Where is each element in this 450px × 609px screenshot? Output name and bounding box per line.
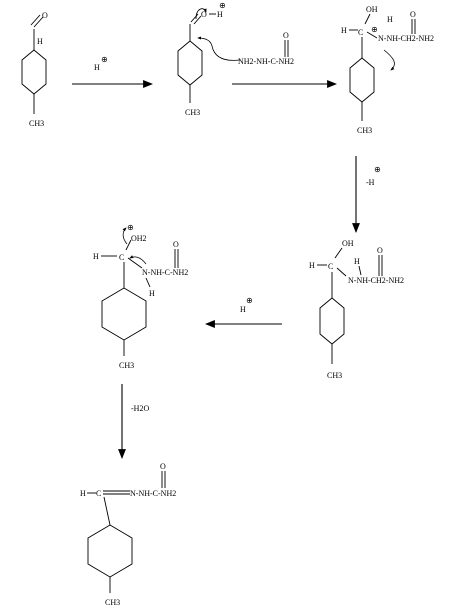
arrow-reagent-h: H (94, 63, 100, 72)
methyl-label: CH3 (185, 108, 200, 117)
hydrogen-label: H (309, 261, 315, 270)
curly-arrow-pi-to-oxygen (195, 8, 207, 20)
structure-aldehyde: O H CH3 (21, 11, 48, 128)
cyclohexane-ring (349, 57, 375, 103)
chain-carbonyl-oxygen: O (410, 10, 416, 19)
nh-hydrogen: H (354, 257, 360, 266)
cyclohexane-ring (87, 524, 133, 578)
hydrazide-chain: N-NH-CH2-NH2 (348, 276, 404, 285)
hydrazone-chain: N-NH-C-NH2 (130, 489, 176, 498)
nucleophile-semicarbazide: NH2-NH-C-NH2 (238, 57, 294, 66)
arrow-reagent-h: H (240, 305, 246, 314)
carbonyl-double-bond-b (30, 14, 41, 26)
methyl-label: CH3 (105, 598, 120, 607)
arrow-reagent-charge: ⊕ (101, 55, 108, 64)
hydrazide-chain: N-NH-CH2-NH2 (378, 34, 434, 43)
carbon-label: C (96, 489, 101, 498)
c-n-bond (127, 257, 143, 269)
arrow-reagent-minus-h: -H (366, 178, 375, 187)
c-oh-bond (364, 13, 371, 25)
oxonium-charge: ⊕ (219, 1, 226, 10)
arrow-reagent-charge: ⊕ (374, 165, 381, 174)
carbonyl-double-bond-a (190, 13, 199, 23)
aldehyde-hydrogen: H (37, 37, 43, 46)
aldehyde-oxygen: O (42, 11, 48, 20)
structure-tetrahedral-intermediate-charged: C H OH H ⊕ N-NH-CH2-NH2 O CH3 (341, 5, 434, 135)
methyl-label: CH3 (327, 371, 342, 380)
carbonyl-double-bond-b (193, 15, 202, 25)
hydrogen-label: H (93, 252, 99, 261)
chain-carbonyl-oxygen: O (173, 240, 179, 249)
c-n-bond (366, 31, 378, 39)
oxonium-hydrogen: H (217, 10, 223, 19)
protonated-oxygen: O (201, 10, 207, 19)
nh-h-bond (145, 277, 151, 288)
carbon-label: C (328, 262, 333, 271)
structure-oxonium-intermediate: C H OH2 ⊕ N-NH-C-NH2 H O CH3 (93, 223, 188, 370)
methyl-label: CH3 (357, 126, 372, 135)
curly-arrow-n-lone-pair (129, 255, 147, 265)
structure-tetrahedral-intermediate: C H OH N-NH-CH2-NH2 H O CH3 (309, 239, 404, 380)
ammonium-charge: ⊕ (371, 25, 378, 34)
hydrogen-label: H (80, 489, 86, 498)
oxonium-charge: ⊕ (127, 223, 134, 232)
chain-carbonyl-oxygen: O (160, 462, 166, 471)
ammonium-hydrogen: H (387, 15, 393, 24)
nucleophile-carbonyl-oxygen: O (283, 31, 289, 40)
hydroxyl-label: OH (366, 5, 378, 14)
c-n-bond (336, 267, 347, 277)
reaction-arrow-deprotonation: -H ⊕ (352, 156, 381, 233)
hydroxyl-label: OH (342, 239, 354, 248)
cyclohexane-ring (319, 297, 345, 345)
reaction-arrow-oh-protonation: H ⊕ (205, 296, 282, 328)
curly-arrow-deprotonation (383, 49, 395, 71)
cyclohexane-ring (101, 287, 147, 341)
nh-h-bond (358, 265, 362, 276)
hydrazide-chain: N-NH-C-NH2 (142, 268, 188, 277)
curly-arrow-leaving-group (122, 227, 128, 245)
structure-semicarbazone-product: C H N-NH-C-NH2 O CH3 (80, 462, 176, 607)
cyclohexane-ring (21, 49, 47, 95)
cyclohexane-ring (177, 40, 203, 86)
carbon-label: C (358, 28, 363, 37)
arrow-reagent-charge: ⊕ (246, 296, 253, 305)
nh-hydrogen: H (149, 289, 155, 298)
reaction-arrow-protonation: H ⊕ (72, 55, 153, 88)
methyl-label: CH3 (29, 119, 44, 128)
ring-to-carbon-bond (103, 496, 111, 526)
structure-protonated-carbonyl: O H ⊕ CH3 NH2-NH-C-NH2 O (177, 1, 294, 117)
chain-carbonyl-oxygen: O (377, 246, 383, 255)
c-oh2-bond (125, 239, 132, 251)
arrow-reagent-minus-water: -H2O (131, 404, 149, 413)
carbon-label: C (119, 253, 124, 262)
c-oh-bond (334, 247, 343, 259)
curly-arrow-nucleophilic-attack (197, 36, 241, 61)
hydrogen-label: H (341, 26, 347, 35)
oxonium-label: OH2 (131, 234, 147, 243)
methyl-label: CH3 (119, 361, 134, 370)
carbonyl-double-bond-a (33, 16, 44, 28)
reaction-arrow-dehydration: -H2O (118, 384, 149, 459)
